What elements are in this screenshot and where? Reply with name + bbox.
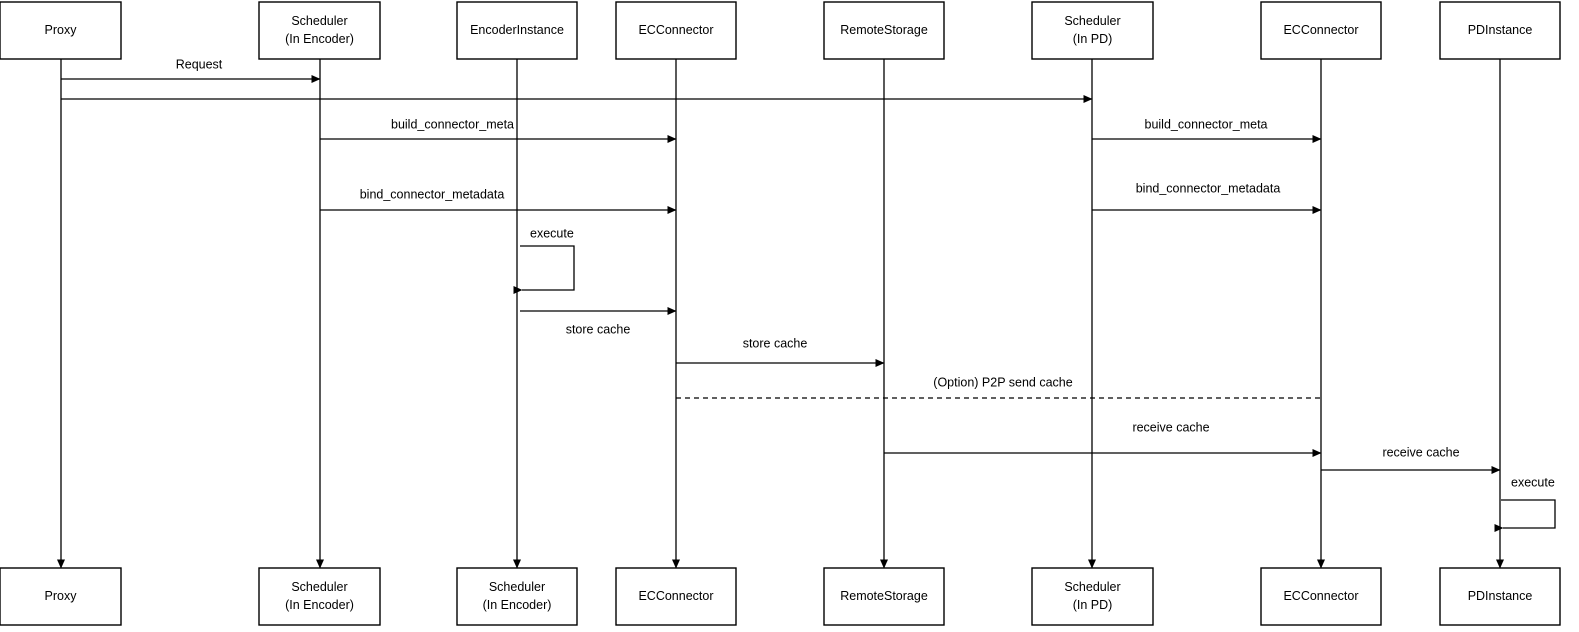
message-label: store cache (743, 336, 808, 350)
participant-sublabel: (In Encoder) (285, 598, 354, 612)
self-message-s1[interactable]: execute (513, 226, 575, 294)
participant-sublabel: (In PD) (1073, 32, 1113, 46)
message-m1[interactable]: Request (61, 57, 321, 83)
participant-label: Scheduler (1064, 14, 1120, 28)
participant-sublabel: (In Encoder) (483, 598, 552, 612)
message-m7[interactable]: store cache (520, 307, 677, 336)
message-label: Request (176, 57, 223, 71)
participant-box-frame (258, 1, 381, 60)
participant-top-scheduler-encoder[interactable]: Scheduler (In Encoder) (258, 1, 381, 60)
participant-label: ECConnector (1283, 589, 1358, 603)
participant-bottom-scheduler-pd-bottom[interactable]: Scheduler (In PD) (1031, 567, 1154, 626)
participant-box-frame (823, 1, 945, 60)
message-m3[interactable]: build_connector_meta (320, 117, 677, 143)
participant-box-frame (456, 567, 578, 626)
self-message-s2[interactable]: execute (1494, 475, 1556, 532)
message-label: bind_connector_metadata (1136, 181, 1281, 195)
participant-box-frame (1439, 1, 1561, 60)
participant-box-frame (258, 567, 381, 626)
message-label: receive cache (1382, 445, 1459, 459)
participant-box-frame (0, 567, 122, 626)
participant-box-frame (0, 1, 122, 60)
participant-label: PDInstance (1468, 589, 1533, 603)
message-m10[interactable]: receive cache (884, 420, 1322, 457)
participant-label: Proxy (45, 23, 78, 37)
participant-label: ECConnector (638, 23, 713, 37)
participants-top-layer: Proxy Scheduler (In Encoder) EncoderInstanc… (0, 1, 1561, 60)
self-message-path (513, 245, 575, 294)
participant-label: RemoteStorage (840, 589, 928, 603)
participant-top-encoder-instance[interactable]: EncoderInstance (456, 1, 578, 60)
participant-box-frame (615, 1, 737, 60)
participant-bottom-proxy-bottom[interactable]: Proxy (0, 567, 122, 626)
participant-label: Scheduler (291, 14, 347, 28)
self-message-path (1494, 499, 1556, 532)
self-messages-layer: execute execute (513, 226, 1556, 532)
participant-bottom-scheduler-encoder-bottom[interactable]: Scheduler (In Encoder) (258, 567, 381, 626)
participant-label: ECConnector (1283, 23, 1358, 37)
participant-label: Scheduler (489, 580, 545, 594)
participant-box-frame (1260, 1, 1382, 60)
participant-label: PDInstance (1468, 23, 1533, 37)
message-label: bind_connector_metadata (360, 187, 505, 201)
participant-box-frame (456, 1, 578, 60)
participant-label: Scheduler (291, 580, 347, 594)
message-label: build_connector_meta (391, 117, 514, 131)
participant-label: ECConnector (638, 589, 713, 603)
participant-top-ec-connector-left[interactable]: ECConnector (615, 1, 737, 60)
participant-sublabel: (In Encoder) (285, 32, 354, 46)
participant-box-frame (1439, 567, 1561, 626)
participant-bottom-ec-connector-left-bottom[interactable]: ECConnector (615, 567, 737, 626)
message-m8[interactable]: store cache (676, 336, 885, 367)
participant-label: Scheduler (1064, 580, 1120, 594)
participant-top-scheduler-pd[interactable]: Scheduler (In PD) (1031, 1, 1154, 60)
participant-bottom-remote-storage-bottom[interactable]: RemoteStorage (823, 567, 945, 626)
participant-box-frame (1031, 567, 1154, 626)
participant-box-frame (823, 567, 945, 626)
message-m5[interactable]: bind_connector_metadata (320, 187, 677, 214)
message-label: build_connector_meta (1145, 117, 1268, 131)
messages-layer: Request build_connector_meta build_connect… (61, 57, 1501, 474)
participants-bottom-layer: Proxy Scheduler (In Encoder) Scheduler (In E… (0, 567, 1561, 626)
self-message-label: execute (530, 226, 574, 240)
participant-label: Proxy (45, 589, 78, 603)
message-m9[interactable]: (Option) P2P send cache (676, 375, 1321, 399)
participant-bottom-pd-instance-bottom[interactable]: PDInstance (1439, 567, 1561, 626)
participant-bottom-scheduler-encoder-bottom-2[interactable]: Scheduler (In Encoder) (456, 567, 578, 626)
message-m4[interactable]: build_connector_meta (1092, 117, 1322, 143)
participant-label: EncoderInstance (470, 23, 564, 37)
self-message-label: execute (1511, 475, 1555, 489)
participant-top-remote-storage[interactable]: RemoteStorage (823, 1, 945, 60)
participant-box-frame (1260, 567, 1382, 626)
message-m11[interactable]: receive cache (1321, 445, 1501, 474)
participant-top-ec-connector-right[interactable]: ECConnector (1260, 1, 1382, 60)
message-label: receive cache (1132, 420, 1209, 434)
participant-top-proxy[interactable]: Proxy (0, 1, 122, 60)
lifelines-layer (57, 59, 1504, 569)
message-m6[interactable]: bind_connector_metadata (1092, 181, 1322, 214)
participant-box-frame (615, 567, 737, 626)
participant-label: RemoteStorage (840, 23, 928, 37)
message-label: (Option) P2P send cache (933, 375, 1072, 389)
participant-sublabel: (In PD) (1073, 598, 1113, 612)
participant-top-pd-instance[interactable]: PDInstance (1439, 1, 1561, 60)
message-label: store cache (566, 322, 631, 336)
participant-box-frame (1031, 1, 1154, 60)
participant-bottom-ec-connector-right-bottom[interactable]: ECConnector (1260, 567, 1382, 626)
